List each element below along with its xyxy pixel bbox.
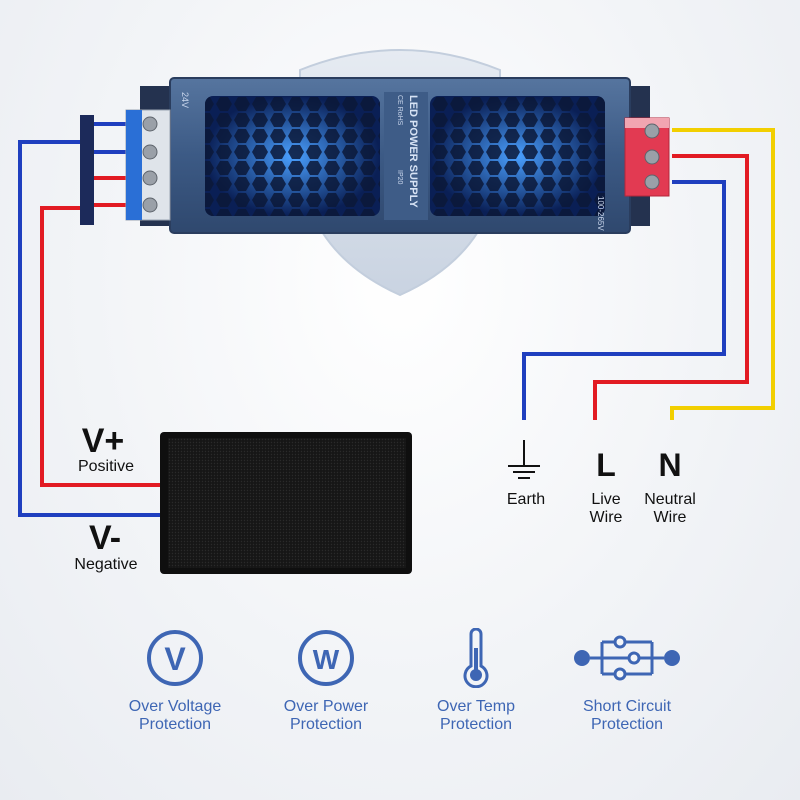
feature-over-power-line2: Protection: [289, 716, 363, 733]
positive-wire: [40, 206, 165, 487]
negative-symbol: V-: [88, 519, 122, 557]
feature-short-circuit-line1: Short Circuit: [582, 698, 672, 715]
live-label: Live Wire: [576, 491, 636, 526]
negative-label: Negative: [74, 556, 138, 573]
neutral-label: Neutral Wire: [634, 491, 706, 526]
positive-symbol: V+: [81, 422, 125, 460]
live-label-line2: Wire: [589, 508, 623, 526]
earth-label: Earth: [506, 491, 546, 508]
over-power-glyph: W: [313, 644, 340, 675]
over-voltage-glyph: V: [164, 641, 186, 677]
earth-wire: [522, 180, 726, 420]
feature-over-temp-line1: Over Temp: [437, 698, 515, 715]
neutral-label-line2: Wire: [653, 508, 687, 526]
short-circuit-icon: [574, 635, 680, 681]
live-wire: [593, 154, 749, 420]
led-panel: [160, 432, 412, 574]
live-symbol: L: [596, 447, 616, 483]
neutral-label-line1: Neutral: [644, 491, 696, 508]
earth-symbol-icon: [508, 440, 540, 479]
feature-over-power-line1: Over Power: [283, 698, 369, 715]
feature-over-power: W Over Power Protection: [251, 628, 401, 734]
positive-label: Positive: [77, 458, 135, 475]
voltage-tag: 24V: [180, 92, 190, 108]
neutral-symbol: N: [658, 447, 682, 483]
input-tag: 100-265V: [596, 196, 605, 231]
device-title: LED POWER SUPPLY: [407, 95, 419, 208]
over-power-icon: W: [298, 630, 354, 686]
feature-short-circuit: Short Circuit Protection: [552, 628, 702, 734]
output-busbar: [80, 115, 94, 225]
live-label-line1: Live: [591, 491, 621, 508]
negative-wire: [18, 140, 165, 517]
feature-over-temp-line2: Protection: [439, 716, 513, 733]
thermometer-icon: [463, 628, 489, 688]
over-voltage-icon: V: [147, 630, 203, 686]
feature-short-circuit-line2: Protection: [590, 716, 664, 733]
feature-over-temp: Over Temp Protection: [401, 628, 551, 734]
device-ip: IP20: [396, 170, 403, 185]
feature-over-voltage-line2: Protection: [138, 716, 212, 733]
feature-over-voltage-line1: Over Voltage: [128, 698, 222, 715]
device-cert: CE RoHS: [396, 95, 403, 126]
led-power-supply: LED POWER SUPPLY CE RoHS IP20 24V 100-26…: [125, 77, 670, 234]
neutral-wire: [670, 128, 775, 420]
feature-over-voltage: V Over Voltage Protection: [100, 628, 250, 734]
